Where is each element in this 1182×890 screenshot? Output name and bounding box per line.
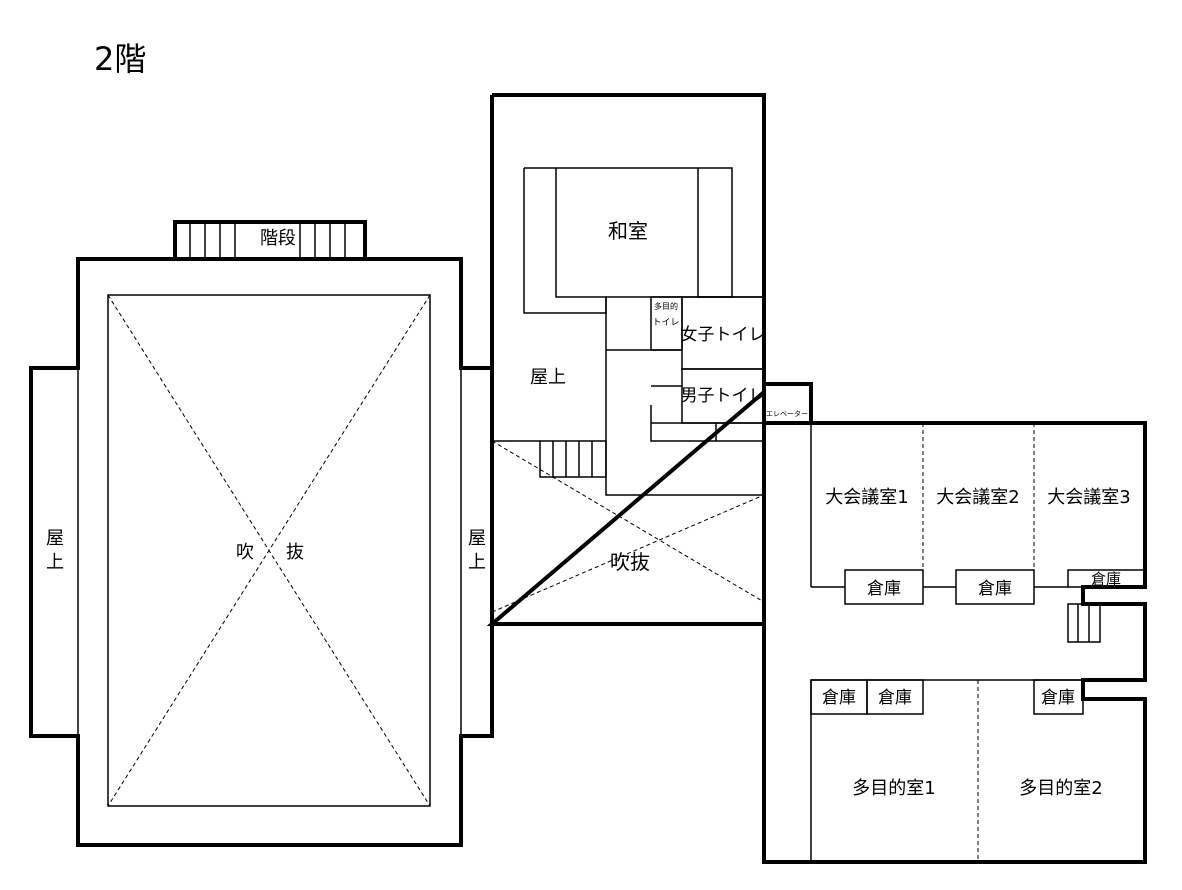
rooftop-upper-label: 屋上: [530, 367, 566, 388]
middle-building-outer-wall: [486, 93, 766, 626]
storage-b-label: 倉庫: [978, 579, 1012, 599]
top-stairs-treads: [189, 222, 346, 259]
atrium-left-label-1: 吹: [236, 542, 254, 563]
storage-c-label: 倉庫: [1091, 570, 1121, 588]
storage-room-b: [955, 569, 1035, 605]
rooftop-left-label-1: 屋: [46, 528, 64, 549]
conf-room-2-label: 大会議室2: [936, 487, 1019, 508]
left-building: [29, 220, 494, 847]
storage-d-label: 倉庫: [822, 688, 856, 708]
rooftop-left-label-2: 上: [46, 552, 64, 573]
right-building: [762, 384, 1147, 864]
floor-title: 2階: [94, 40, 146, 78]
left-atrium-diagonal-2: [107, 294, 431, 807]
storage-room-e: [866, 679, 924, 715]
rooftop-mid-label-1: 屋: [468, 528, 486, 549]
center-atrium-diagonal-1: [491, 440, 765, 603]
atrium-left-label-2: 抜: [286, 542, 304, 563]
toilet-service-area: [650, 385, 765, 442]
stairs-label: 階段: [260, 228, 296, 249]
conf-room-1-label: 大会議室1: [825, 487, 908, 508]
right-stairs-treads: [1077, 604, 1090, 642]
center-stairs: [539, 440, 607, 478]
conf-room-3-label: 大会議室3: [1047, 487, 1130, 508]
storage-room-c: [1067, 569, 1146, 588]
storage-room-f: [1033, 679, 1084, 715]
womens-toilet-label: 女子トイレ: [681, 325, 766, 345]
japanese-room-label: 和室: [608, 219, 648, 243]
left-building-outer-wall: [29, 257, 494, 847]
middle-building: [486, 93, 813, 626]
multi-toilet-label-1: 多目的: [654, 301, 678, 311]
rooftop-mid-label-2: 上: [468, 552, 486, 573]
center-stairs-treads: [552, 441, 593, 477]
atrium-center-label: 吹抜: [610, 550, 650, 574]
central-corridor-wall: [605, 297, 764, 496]
japanese-room-left-corridor: [523, 168, 607, 314]
storage-room-a: [844, 569, 924, 605]
multi-room-2-label: 多目的室2: [1019, 778, 1102, 799]
multi-toilet-label-2: トイレ: [652, 318, 679, 328]
left-atrium-opening: [107, 294, 431, 807]
elevator-label: エレベーター: [766, 409, 808, 418]
multi-room-1-label: 多目的室1: [852, 778, 935, 799]
right-stairs: [1067, 603, 1101, 643]
storage-f-label: 倉庫: [1041, 688, 1075, 708]
mens-toilet-label: 男子トイレ: [681, 386, 766, 406]
center-atrium-diagonal-2: [491, 494, 765, 613]
storage-e-label: 倉庫: [878, 688, 912, 708]
storage-a-label: 倉庫: [867, 579, 901, 599]
